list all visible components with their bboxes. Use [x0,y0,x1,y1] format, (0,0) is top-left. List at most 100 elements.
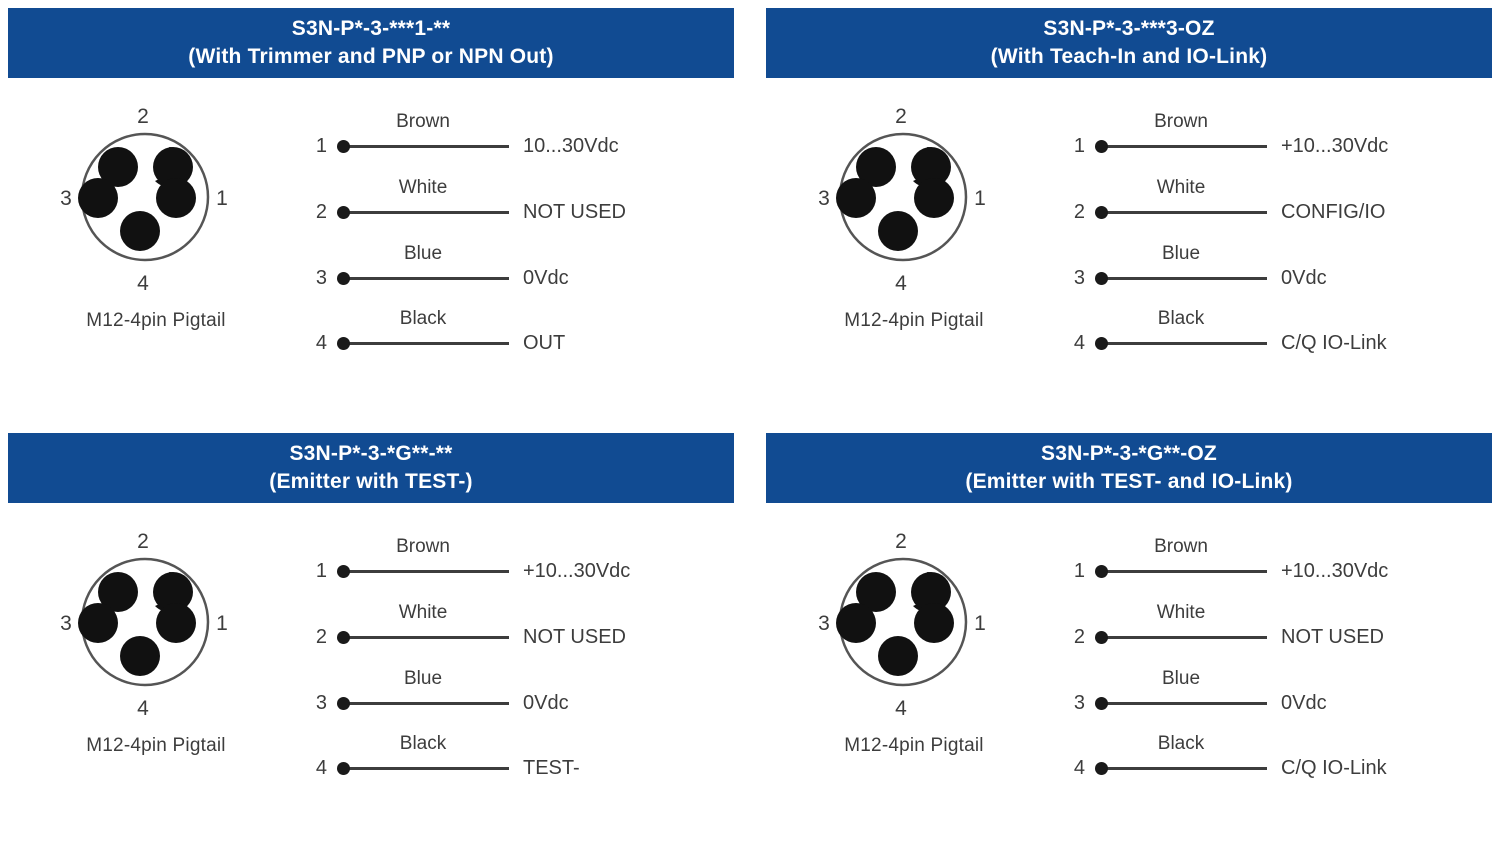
pin-number: 4 [315,332,327,354]
wire-graphic: White [337,175,509,231]
wire-terminal-dot [337,140,350,153]
pin-row: 2 White NOT USED [305,600,725,656]
panel-header-3: S3N-P*-3-*G**-OZ (Emitter with TEST- and… [766,433,1492,503]
wire-function-label: NOT USED [1281,626,1384,648]
wire-terminal-dot [1095,565,1108,578]
pin-row: 2 White CONFIG/IO [1063,175,1483,231]
pin-row: 4 Black OUT [305,306,725,362]
wire-graphic: Blue [1095,666,1267,722]
m12-connector-icon: 2 4 3 1 [60,530,228,720]
wire-color-label: Black [1157,733,1205,754]
pin-table-1: 1 Brown +10...30Vdc 2 White CONFIG/IO 3 [1063,95,1483,375]
wire-graphic: White [337,600,509,656]
wire-color-label: Brown [1154,111,1208,132]
wire-terminal-dot [337,631,350,644]
panel-title-3: S3N-P*-3-*G**-OZ [1041,442,1217,465]
wire-function-label: CONFIG/IO [1281,201,1386,223]
pin-number: 4 [315,757,327,779]
svg-text:3: 3 [60,187,72,210]
wire-line [343,570,509,573]
wire-color-label: Blue [403,243,443,264]
wire-terminal-dot [337,337,350,350]
svg-text:1: 1 [216,612,228,635]
svg-text:4: 4 [895,697,907,720]
wire-graphic: Blue [337,666,509,722]
wire-function-label: TEST- [523,757,580,779]
wire-line [1101,570,1267,573]
wiring-panel-0: S3N-P*-3-***1-** (With Trimmer and PNP o… [0,0,742,418]
wire-line [1101,211,1267,214]
wire-line [343,342,509,345]
wire-line [1101,277,1267,280]
wire-line [343,767,509,770]
wire-line [1101,342,1267,345]
wire-line [1101,636,1267,639]
wire-function-label: 10...30Vdc [523,135,619,157]
pin-row: 1 Brown 10...30Vdc [305,109,725,165]
connector-diagram-3: 2 4 3 1 M12-4pin Pigtail [788,520,1038,790]
wire-color-label: Brown [396,536,450,557]
svg-text:2: 2 [137,530,149,553]
wire-graphic: Blue [337,241,509,297]
panel-subtitle-3: (Emitter with TEST- and IO-Link) [965,470,1293,493]
pin-table-2: 1 Brown +10...30Vdc 2 White NOT USED 3 [305,520,725,800]
wiring-panel-3: S3N-P*-3-*G**-OZ (Emitter with TEST- and… [758,425,1500,843]
wire-graphic: Black [1095,306,1267,362]
wiring-panel-2: S3N-P*-3-*G**-** (Emitter with TEST-) 2 … [0,425,742,843]
wire-function-label: C/Q IO-Link [1281,332,1387,354]
wire-color-label: Blue [1161,243,1201,264]
pin-number: 2 [315,626,327,648]
wire-graphic: Brown [337,534,509,590]
connector-caption-2: M12-4pin Pigtail [86,735,226,756]
pin-row: 3 Blue 0Vdc [1063,666,1483,722]
wire-terminal-dot [1095,206,1108,219]
pin-row: 3 Blue 0Vdc [305,241,725,297]
wire-graphic: Black [337,731,509,787]
svg-text:3: 3 [818,612,830,635]
pin-number: 4 [1073,757,1085,779]
connector-diagram-1: 2 4 3 1 M12-4pin Pigtail [788,95,1038,365]
wire-graphic: Brown [1095,534,1267,590]
wire-terminal-dot [337,272,350,285]
pin-number: 3 [1073,692,1085,714]
pin-number: 2 [1073,626,1085,648]
wire-terminal-dot [337,206,350,219]
wire-graphic: White [1095,175,1267,231]
wire-line [343,702,509,705]
connector-caption-1: M12-4pin Pigtail [844,310,984,331]
wire-terminal-dot [337,697,350,710]
wire-color-label: Black [399,308,447,329]
pin-row: 2 White NOT USED [305,175,725,231]
panel-header-2: S3N-P*-3-*G**-** (Emitter with TEST-) [8,433,734,503]
panel-subtitle-0: (With Trimmer and PNP or NPN Out) [188,45,554,68]
wire-function-label: +10...30Vdc [1281,560,1389,582]
wire-terminal-dot [337,565,350,578]
wire-terminal-dot [1095,140,1108,153]
pin-number: 1 [315,135,327,157]
wire-function-label: C/Q IO-Link [1281,757,1387,779]
svg-text:2: 2 [895,530,907,553]
pin-number: 2 [315,201,327,223]
pin-table-3: 1 Brown +10...30Vdc 2 White NOT USED 3 [1063,520,1483,800]
pin-number: 3 [1073,267,1085,289]
wire-color-label: White [398,177,448,198]
pin-row: 1 Brown +10...30Vdc [305,534,725,590]
wire-terminal-dot [1095,631,1108,644]
svg-text:4: 4 [895,272,907,295]
pin-row: 4 Black C/Q IO-Link [1063,306,1483,362]
panel-header-0: S3N-P*-3-***1-** (With Trimmer and PNP o… [8,8,734,78]
panel-title-0: S3N-P*-3-***1-** [291,17,451,40]
svg-text:3: 3 [60,612,72,635]
wire-function-label: +10...30Vdc [1281,135,1389,157]
svg-text:1: 1 [974,612,986,635]
pin-number: 3 [315,692,327,714]
wire-color-label: Brown [1154,536,1208,557]
wire-terminal-dot [1095,337,1108,350]
pin-row: 3 Blue 0Vdc [305,666,725,722]
wire-graphic: Brown [337,109,509,165]
panel-header-1: S3N-P*-3-***3-OZ (With Teach-In and IO-L… [766,8,1492,78]
wire-line [343,211,509,214]
wire-function-label: OUT [523,332,566,354]
svg-text:2: 2 [895,105,907,128]
wire-line [1101,702,1267,705]
